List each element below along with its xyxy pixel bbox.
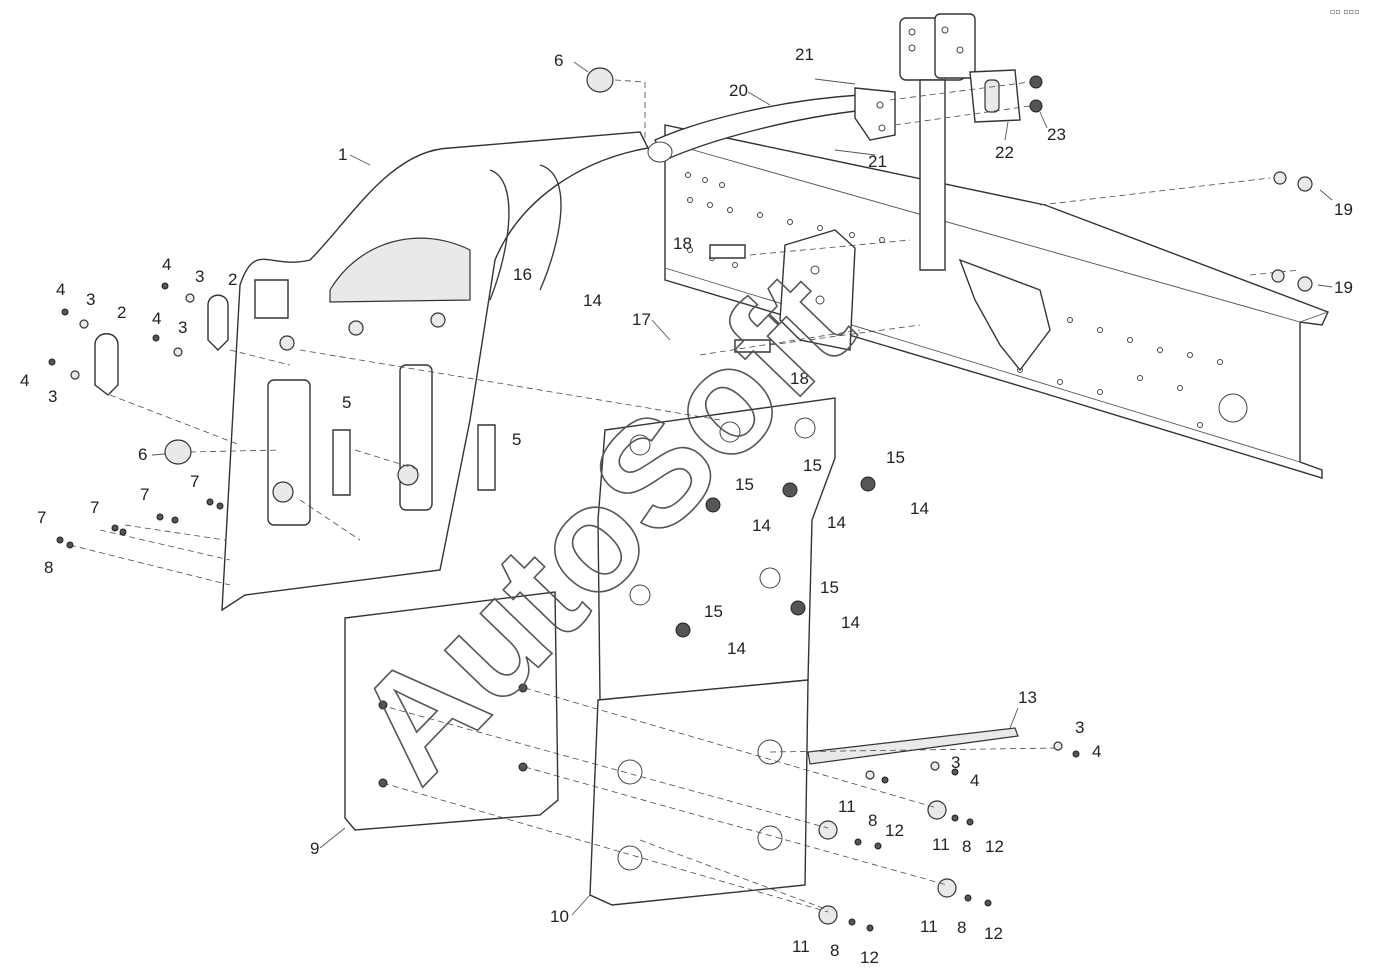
callout: 4	[162, 255, 171, 274]
callout: 19	[1334, 200, 1353, 219]
callout: 14	[841, 613, 860, 632]
mudguard-fender	[221, 131, 650, 612]
nuts-19	[1271, 171, 1313, 292]
callout: 17	[632, 310, 651, 329]
fasteners-lower	[818, 800, 992, 932]
callout: 23	[1047, 125, 1066, 144]
callout: 16	[513, 265, 532, 284]
callout: 3	[951, 753, 960, 772]
clamps	[94, 294, 496, 496]
caps	[164, 67, 614, 465]
callout: 20	[729, 81, 748, 100]
callout: 11	[920, 917, 938, 936]
callout: 3	[195, 267, 204, 286]
callout: 14	[827, 513, 846, 532]
callout: 5	[512, 430, 521, 449]
callout: 8	[44, 558, 53, 577]
callout: 15	[820, 578, 839, 597]
step-bracket-upper	[899, 13, 1043, 271]
callout: 15	[803, 456, 822, 475]
callout: 7	[37, 508, 46, 527]
callout: 13	[1018, 688, 1037, 707]
callout: 18	[790, 369, 809, 388]
callout: 4	[56, 280, 65, 299]
callout: 7	[90, 498, 99, 517]
callout: 15	[704, 602, 723, 621]
callout: 7	[140, 485, 149, 504]
label-leaders	[151, 61, 1333, 916]
callout: 4	[20, 371, 29, 390]
callout: 9	[310, 839, 319, 858]
callout: 3	[48, 387, 57, 406]
callout: 15	[735, 475, 754, 494]
callout: 3	[1075, 718, 1084, 737]
callout: 1	[338, 145, 347, 164]
callout: 8	[957, 918, 966, 937]
callout: 8	[962, 837, 971, 856]
callout: 7	[190, 472, 199, 491]
callout: 6	[554, 51, 563, 70]
callout: 4	[1092, 742, 1101, 761]
callout: 6	[138, 445, 147, 464]
callout: 12	[860, 948, 879, 967]
step-plate	[958, 258, 1051, 372]
callout: 12	[885, 821, 904, 840]
callout: 3	[178, 318, 187, 337]
callout: 15	[886, 448, 905, 467]
callout: 14	[752, 516, 771, 535]
assembly-lines	[69, 79, 1061, 913]
callout: 18	[673, 234, 692, 253]
mud-flap	[344, 591, 559, 831]
callout: 11	[792, 937, 810, 956]
callout: 8	[868, 811, 877, 830]
callout: 19	[1334, 278, 1353, 297]
callout: 21	[868, 152, 887, 171]
callout: 14	[910, 499, 929, 518]
callout: 5	[342, 393, 351, 412]
callout: 14	[727, 639, 746, 658]
callout: 11	[932, 835, 950, 854]
clamp-strip	[807, 727, 1019, 765]
callout: 3	[86, 290, 95, 309]
callout: 12	[984, 924, 1003, 943]
tube-assembly	[647, 78, 896, 163]
mid-bracket	[709, 229, 856, 353]
corner-mark: ▫▫ ▫▫▫	[1330, 7, 1360, 16]
rail-holes	[685, 172, 1223, 428]
callout: 22	[995, 143, 1014, 162]
fasteners-small	[48, 282, 1080, 784]
callout: 2	[117, 303, 126, 322]
callout: 14	[583, 291, 602, 310]
callout: 10	[550, 907, 569, 926]
callout: 11	[838, 797, 856, 816]
callout: 4	[970, 771, 979, 790]
callout-labels: 1 2 2 3 3 3 3 3 3 4 4 4 4 4 4 5 5 6 6 7 …	[20, 45, 1353, 967]
callout: 21	[795, 45, 814, 64]
callout: 2	[228, 270, 237, 289]
callout: 4	[152, 309, 161, 328]
callout: 12	[985, 837, 1004, 856]
callout: 8	[830, 941, 839, 960]
